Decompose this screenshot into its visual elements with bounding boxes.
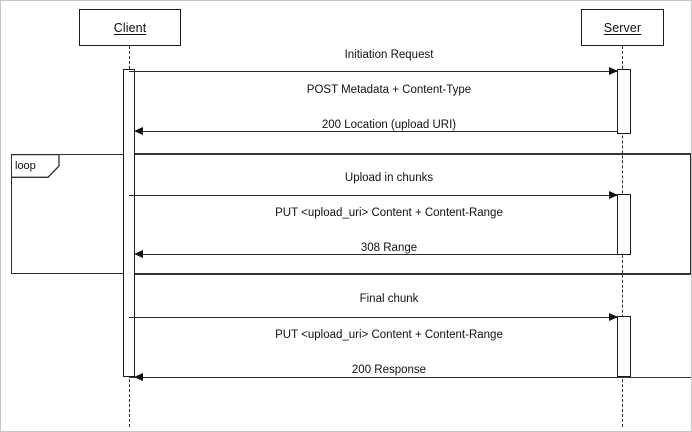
separator-initiation-bottom (129, 153, 691, 154)
message-line-m1 (129, 71, 618, 72)
message-label-m2: 200 Location (upload URI) (321, 119, 457, 131)
message-arrowhead-m4 (134, 249, 143, 258)
message-line-m6 (138, 377, 618, 378)
section-label-upload: Upload in chunks (344, 172, 434, 184)
participant-box-client[interactable]: Client (79, 9, 181, 46)
message-label-m6: 200 Response (351, 364, 427, 376)
fragment-loop-tab: loop (11, 154, 59, 176)
fragment-loop (11, 154, 691, 274)
activation-bar-client (123, 69, 135, 377)
fragment-loop-label: loop (15, 159, 36, 172)
separator-upload-bottom (129, 274, 691, 275)
section-label-final: Final chunk (359, 293, 419, 305)
participant-box-server[interactable]: Server (581, 9, 664, 46)
message-line-m4 (138, 254, 618, 255)
message-label-m4: 308 Range (360, 242, 418, 254)
message-label-m3: PUT <upload_uri> Content + Content-Range (275, 207, 503, 219)
section-label-initiation: Initiation Request (344, 49, 434, 61)
activation-bar-server-1 (617, 69, 631, 134)
message-line-m5 (129, 317, 618, 318)
activation-bar-server-2 (617, 194, 631, 255)
message-label-m1: POST Metadata + Content-Type (306, 84, 472, 96)
message-arrowhead-m5 (609, 312, 618, 321)
participant-label-client: Client (113, 20, 147, 35)
message-arrowhead-m2 (134, 126, 143, 135)
message-line-m3 (129, 195, 618, 196)
message-arrowhead-m1 (609, 66, 618, 75)
message-arrowhead-m6 (134, 372, 143, 381)
message-label-m5: PUT <upload_uri> Content + Content-Range (275, 329, 503, 341)
message-arrowhead-m3 (609, 190, 618, 199)
activation-bar-server-3 (617, 316, 631, 377)
message-line-m2 (138, 131, 618, 132)
participant-label-server: Server (603, 20, 642, 35)
